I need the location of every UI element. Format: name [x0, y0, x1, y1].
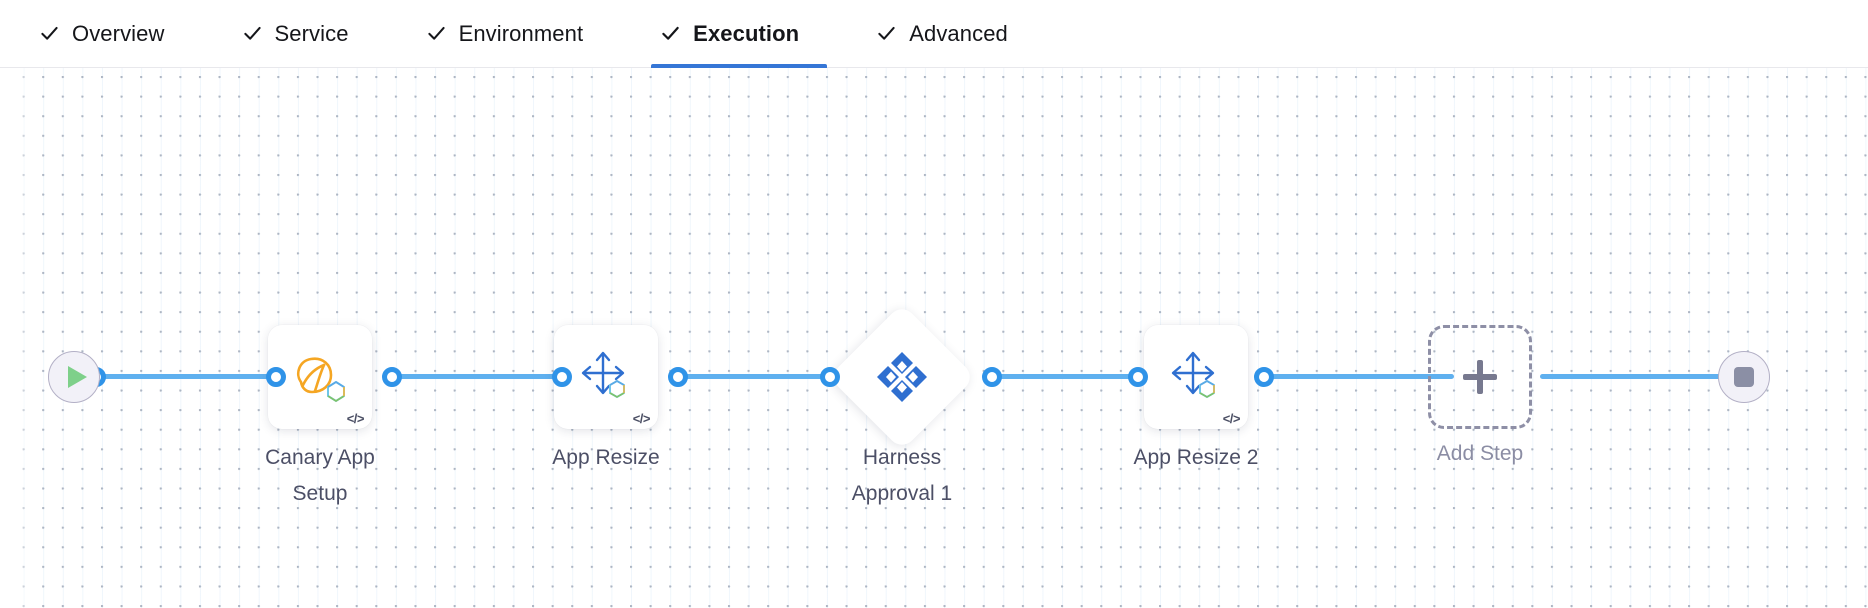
connector-dot-resize-out[interactable] [668, 367, 688, 387]
step-label-harness-approval-1: Harness Approval 1 [851, 446, 953, 505]
connector-dot-resize2-in[interactable] [1128, 367, 1148, 387]
start-node[interactable] [48, 351, 100, 403]
add-step-label: Add Step [1436, 442, 1524, 465]
step-node-canary-app-setup[interactable]: </> [268, 325, 372, 429]
check-icon [878, 26, 895, 40]
tab-overview-label: Overview [72, 20, 165, 46]
connector-resize-to-approval [668, 374, 858, 379]
connector-canary-to-resize [382, 374, 572, 379]
canary-bird-icon [268, 325, 372, 429]
tab-overview[interactable]: Overview [30, 0, 193, 68]
connector-dot-approval-out[interactable] [982, 367, 1002, 387]
connector-approval-to-resize2 [982, 374, 1144, 379]
check-icon [427, 26, 445, 40]
pipeline-stage-tabs: Overview Service Environment Execution A [0, 0, 1868, 68]
step-label-app-resize-2: App Resize 2 [1133, 446, 1259, 469]
tab-execution-label: Execution [693, 20, 800, 46]
resize-arrows-icon [1144, 325, 1248, 429]
step-label-app-resize: App Resize [552, 446, 660, 469]
step-node-harness-approval-1[interactable] [828, 303, 976, 451]
check-icon [41, 26, 58, 40]
connector-start-to-canary [96, 374, 286, 379]
tab-advanced-label: Advanced [909, 20, 1008, 46]
connector-dot-resize2-out[interactable] [1254, 367, 1274, 387]
code-icon: </> [346, 411, 365, 426]
tab-service[interactable]: Service [233, 0, 377, 68]
tab-environment[interactable]: Environment [417, 0, 612, 68]
tab-service-label: Service [274, 20, 349, 46]
connector-dot-resize-in[interactable] [552, 367, 572, 387]
check-icon [662, 26, 679, 40]
tab-environment-label: Environment [458, 20, 584, 46]
tab-advanced[interactable]: Advanced [867, 0, 1036, 68]
tab-execution[interactable]: Execution [651, 0, 828, 68]
add-step-button[interactable] [1428, 325, 1532, 429]
plus-icon [1463, 360, 1497, 394]
stop-icon [1734, 367, 1754, 387]
play-icon [67, 366, 87, 388]
code-icon: </> [632, 411, 651, 426]
code-icon: </> [1222, 411, 1241, 426]
connector-dot-canary-in[interactable] [266, 367, 286, 387]
connector-dot-approval-in[interactable] [820, 367, 840, 387]
step-node-app-resize-2[interactable]: </> [1144, 325, 1248, 429]
step-label-canary-app-setup: Canary App Setup [265, 446, 375, 505]
connector-dot-canary-out[interactable] [382, 367, 402, 387]
check-icon [243, 26, 261, 40]
connector-resize2-to-addstep [1254, 374, 1454, 379]
pipeline-canvas[interactable]: </> Canary App Setup [0, 68, 1868, 608]
resize-arrows-icon [554, 325, 658, 429]
connector-addstep-to-end [1540, 374, 1740, 379]
end-node[interactable] [1718, 351, 1770, 403]
